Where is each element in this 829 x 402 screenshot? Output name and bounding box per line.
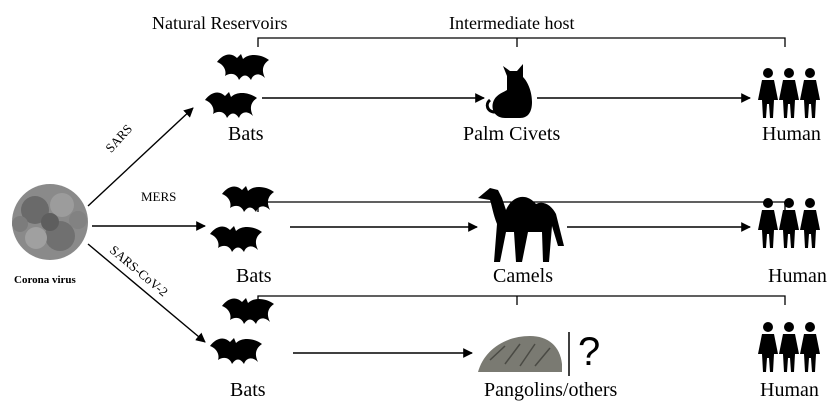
bat-icon	[217, 54, 269, 80]
bracket-row2-right	[527, 202, 785, 212]
bracket-row1	[258, 38, 785, 47]
header-natural-reservoirs: Natural Reservoirs	[152, 14, 287, 32]
reservoir-label-row2: Bats	[236, 266, 272, 286]
arrow-sars-cov-2	[88, 244, 205, 342]
virus-name-mers: MERS	[141, 190, 176, 203]
unknown-host-mark: ?	[578, 332, 600, 372]
virus-icon	[12, 184, 88, 260]
human-label-row2: Human	[768, 266, 827, 286]
virus-label: Corona virus	[14, 275, 76, 286]
bat-icon	[222, 186, 274, 212]
people-icon	[758, 322, 820, 372]
people-icon	[758, 68, 820, 118]
bracket-row3	[258, 296, 785, 305]
people-icon	[758, 198, 820, 248]
reservoir-label-row1: Bats	[228, 124, 264, 144]
camel-icon	[478, 188, 564, 262]
bat-icon	[222, 298, 274, 324]
reservoir-label-row3: Bats	[230, 380, 266, 400]
bracket-row2-left	[258, 202, 511, 212]
pangolin-icon	[478, 332, 569, 376]
human-label-row1: Human	[762, 124, 821, 144]
bat-icon	[210, 226, 262, 252]
bat-icon	[205, 92, 257, 118]
bat-icon	[210, 338, 262, 364]
header-intermediate-host: Intermediate host	[449, 14, 574, 32]
human-label-row3: Human	[760, 380, 819, 400]
intermediate-label-row2: Camels	[493, 266, 553, 286]
intermediate-label-row1: Palm Civets	[463, 124, 560, 144]
cat-icon	[487, 64, 532, 118]
intermediate-label-row3: Pangolins/others	[484, 380, 617, 400]
